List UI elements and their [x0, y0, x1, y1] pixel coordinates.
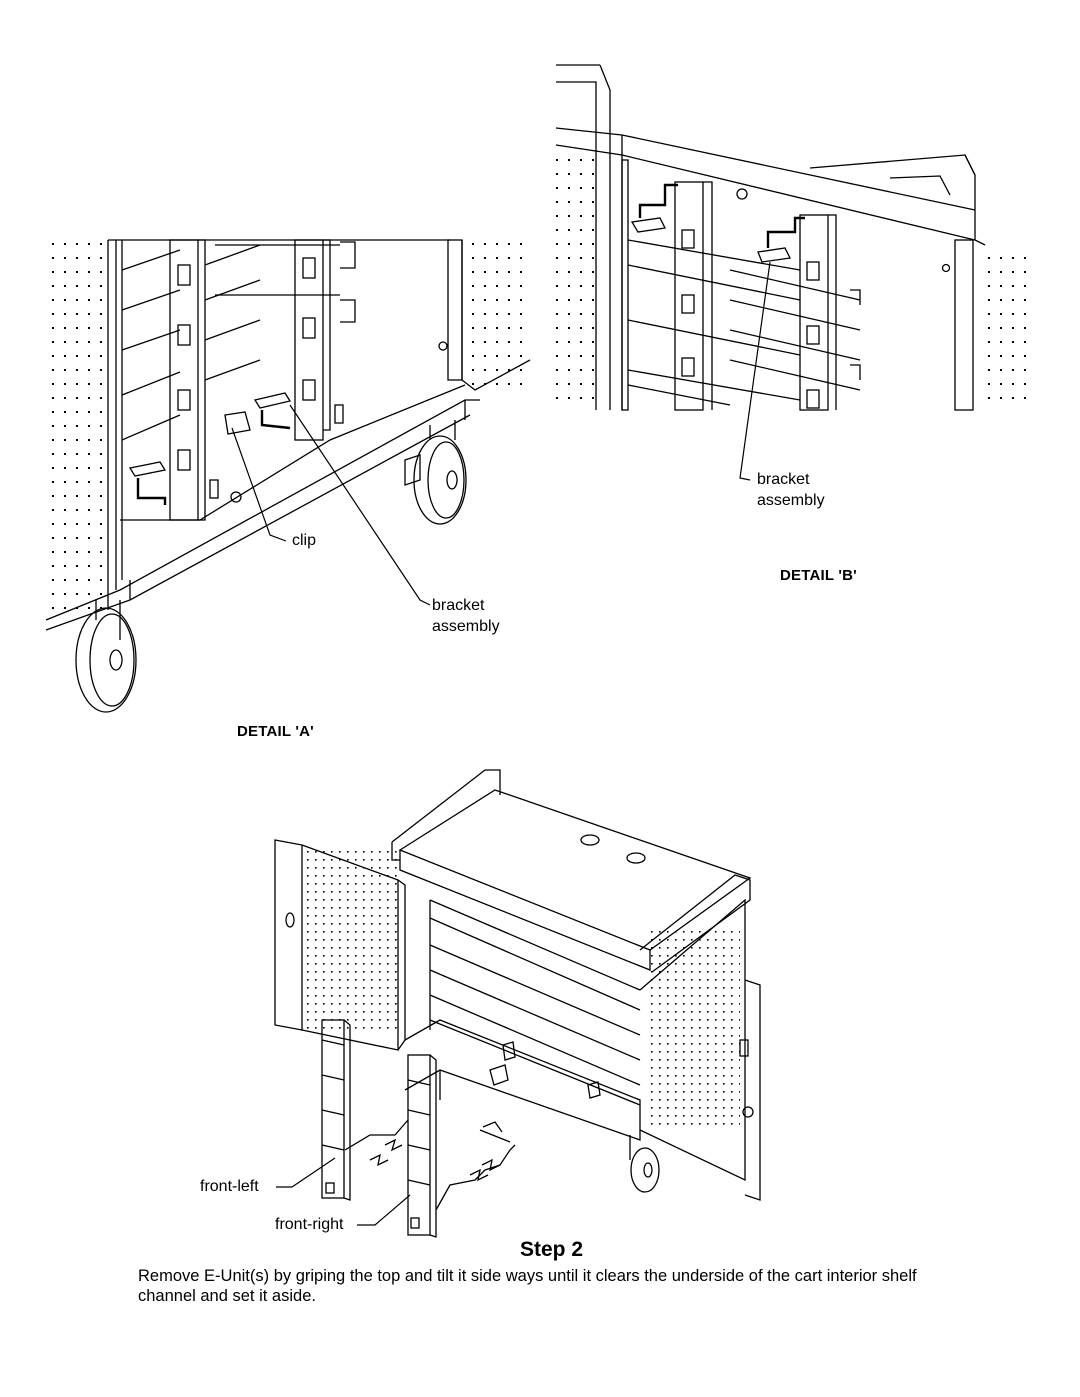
step-title: Step 2	[520, 1238, 584, 1261]
cart-figure	[274, 769, 761, 1238]
front-left-label: front-left	[200, 1178, 259, 1195]
detail-b-bracket-label-line2: assembly	[757, 492, 825, 509]
detail-a-bracket-label-line1: bracket	[432, 597, 485, 614]
detail-a-bracket-label-line2: assembly	[432, 618, 500, 635]
detail-b-drawing	[555, 64, 1035, 481]
clip-label: clip	[292, 532, 317, 549]
detail-a-drawing	[45, 239, 531, 713]
detail-b-bracket-label-line1: bracket	[757, 471, 810, 488]
detail-b-title: DETAIL 'B'	[780, 567, 857, 584]
front-right-label: front-right	[275, 1216, 344, 1233]
step-instruction: Remove E-Unit(s) by griping the top and …	[138, 1267, 917, 1305]
detail-a-title: DETAIL 'A'	[237, 723, 314, 740]
